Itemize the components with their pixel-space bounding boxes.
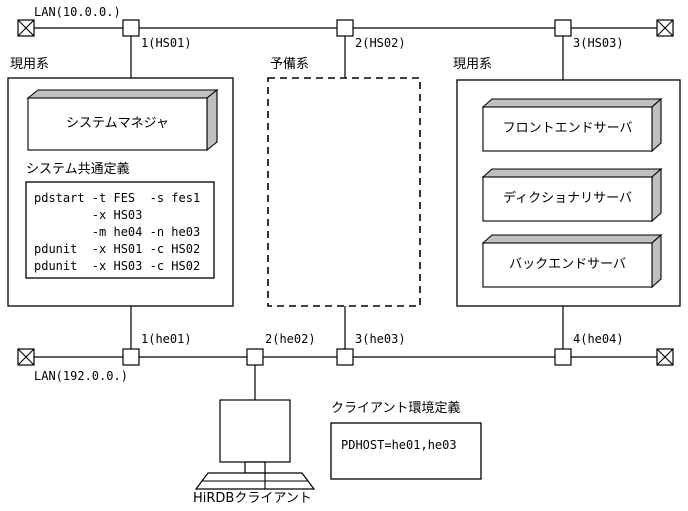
bottom-lan-node-2 <box>246 348 264 366</box>
bottom-lan-bus <box>17 306 674 400</box>
top-lan-node-3 <box>554 19 572 37</box>
dictionary-server-box <box>481 167 663 223</box>
front-end-server-label: フロントエンドサーバ <box>502 121 633 136</box>
standby-system-label: 予備系 <box>270 57 310 72</box>
top-lan-right-terminator-icon <box>656 19 674 37</box>
system-common-def-label: システム共通定義 <box>26 162 130 177</box>
bottom-lan-right-terminator-icon <box>656 348 674 366</box>
top-lan-node-1-label: 1(HS01) <box>141 36 192 50</box>
right-active-system-label: 現用系 <box>453 57 493 72</box>
dictionary-server-label: ディクショナリサーバ <box>503 191 632 206</box>
front-end-server-box <box>481 97 663 153</box>
client-env-def-label: クライアント環境定義 <box>331 401 461 416</box>
standby-system-frame <box>267 77 421 307</box>
bottom-lan-node-4-label: 4(he04) <box>573 332 624 346</box>
bottom-lan-node-3 <box>336 348 354 366</box>
bottom-lan-node-1 <box>122 348 140 366</box>
system-common-def-frame <box>25 181 215 279</box>
top-lan-label: LAN(10.0.0.) <box>34 5 121 19</box>
bottom-lan-node-1-label: 1(he01) <box>141 332 192 346</box>
left-active-system-label: 現用系 <box>10 57 50 72</box>
top-lan-node-2 <box>336 19 354 37</box>
back-end-server-box <box>481 233 663 289</box>
system-manager-label: システムマネジャ <box>66 116 169 131</box>
bottom-lan-left-terminator-icon <box>17 348 35 366</box>
system-common-def-code: pdstart -t FES -s fes1 -x HS03 -m he04 -… <box>34 191 201 273</box>
bottom-lan-label: LAN(192.0.0.) <box>34 369 128 383</box>
back-end-server-label: バックエンドサーバ <box>509 257 626 272</box>
client-env-def-frame <box>330 422 482 480</box>
hirdb-client-pc-icon <box>194 399 316 490</box>
bottom-lan-node-2-label: 2(he02) <box>265 332 316 346</box>
top-lan-bus <box>17 19 674 80</box>
bottom-lan-node-3-label: 3(he03) <box>355 332 406 346</box>
bottom-lan-node-4 <box>554 348 572 366</box>
top-lan-node-2-label: 2(HS02) <box>355 36 406 50</box>
top-lan-left-terminator-icon <box>17 19 35 37</box>
system-manager-box <box>26 88 219 152</box>
client-env-def-code: PDHOST=he01,he03 <box>341 438 457 452</box>
hirdb-client-caption: HiRDBクライアント <box>193 491 312 506</box>
top-lan-node-1 <box>122 19 140 37</box>
top-lan-node-3-label: 3(HS03) <box>573 36 624 50</box>
